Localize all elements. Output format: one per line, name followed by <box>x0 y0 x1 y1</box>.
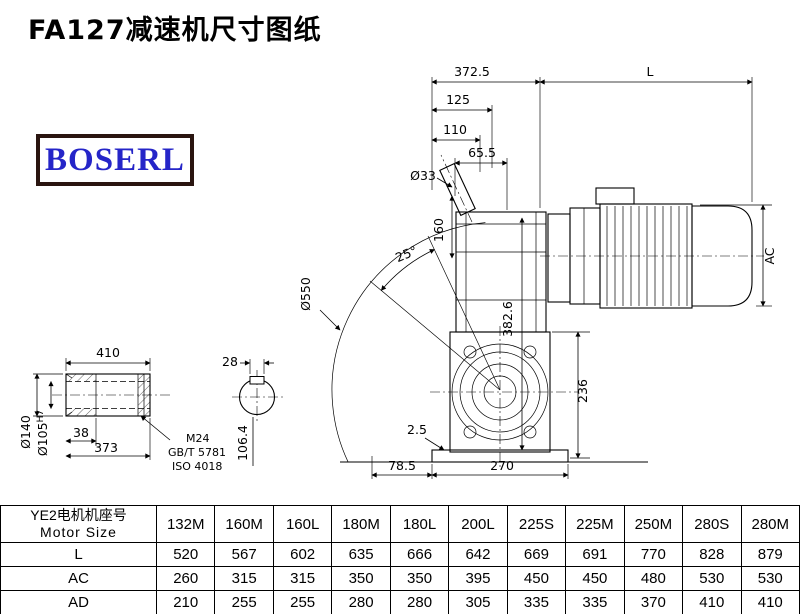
table-header-row: YE2电机机座号 Motor Size 132M 160M 160L 180M … <box>0 505 800 543</box>
dim-2-5: 2.5 <box>407 422 427 437</box>
dim-value-cell: 770 <box>623 542 684 567</box>
dim-value-cell: 370 <box>623 590 684 614</box>
dim-value-cell: 350 <box>389 566 450 591</box>
size-header-cell: 180M <box>331 505 391 543</box>
table-row-AC: AC 260 315 315 350 350 395 450 450 480 5… <box>0 566 800 591</box>
dim-angle-25: 25° <box>393 243 419 265</box>
motor-size-header-cn: YE2电机机座号 <box>30 507 127 523</box>
dim-410: 410 <box>96 345 120 360</box>
size-header-cell: 160L <box>272 505 333 543</box>
motor <box>540 187 764 309</box>
dim-value-cell: 315 <box>272 566 333 591</box>
dim-65-5: 65.5 <box>468 145 496 160</box>
dim-125: 125 <box>446 92 470 107</box>
page-title: FA127减速机尺寸图纸 <box>28 15 322 46</box>
brand-logo-text: BOSERL <box>45 141 185 178</box>
dim-value-cell: 260 <box>155 566 216 591</box>
dim-value-cell: 669 <box>506 542 567 567</box>
dim-L: L <box>647 64 654 79</box>
gearmotor-main-view: 25° Ø550 <box>298 64 777 479</box>
technical-drawing: 25° Ø550 <box>18 64 777 479</box>
housing-circle-outline <box>331 222 486 462</box>
dim-value-cell: 642 <box>448 542 508 567</box>
note-gbt-5781: GB/T 5781 <box>168 446 226 459</box>
dim-value-cell: 305 <box>448 590 508 614</box>
size-header-cell: 225M <box>565 505 625 543</box>
size-header-cell: 160M <box>214 505 274 543</box>
row-label-cell: AD <box>0 590 157 614</box>
dim-value-cell: 280 <box>389 590 450 614</box>
table-row-AD: AD 210 255 255 280 280 305 335 335 370 4… <box>0 590 800 614</box>
size-header-cell: 225S <box>506 505 567 543</box>
size-header-cell: 280S <box>682 505 742 543</box>
dim-270: 270 <box>490 458 514 473</box>
swing-angle-lines <box>369 235 501 391</box>
dim-373: 373 <box>94 440 118 455</box>
dia550-leader <box>319 309 341 331</box>
dim-value-cell: 567 <box>214 542 274 567</box>
size-header-cell: 280M <box>740 505 800 543</box>
size-header-cell: 200L <box>448 505 508 543</box>
top-shaft <box>439 154 476 223</box>
dim-236: 236 <box>575 379 590 403</box>
dim-value-cell: 520 <box>155 542 216 567</box>
dim-value-cell: 450 <box>506 566 567 591</box>
dim-value-cell: 335 <box>565 590 625 614</box>
dim-diameter-140: Ø140 <box>18 415 33 449</box>
dim-value-cell: 635 <box>331 542 391 567</box>
table-row-L: L 520 567 602 635 666 642 669 691 770 82… <box>0 542 800 567</box>
bolt-note: M24 GB/T 5781 ISO 4018 <box>140 415 226 473</box>
fan-cowl <box>691 205 753 307</box>
dim-value-cell: 530 <box>740 566 800 591</box>
dim-diameter-105H7: Ø105H7 <box>35 410 50 456</box>
dim-value-cell: 691 <box>565 542 625 567</box>
note-iso-4018: ISO 4018 <box>172 460 222 473</box>
dim-106-4: 106.4 <box>235 425 250 461</box>
brand-logo-box: BOSERL <box>36 134 194 186</box>
dim-110: 110 <box>443 122 467 137</box>
dim-value-cell: 335 <box>506 590 567 614</box>
keyway-slot <box>249 376 265 385</box>
dim-38: 38 <box>73 425 89 440</box>
dim-diameter-550: Ø550 <box>298 277 313 311</box>
dim-value-cell: 280 <box>331 590 391 614</box>
dim-value-cell: 315 <box>214 566 274 591</box>
dim-value-cell: 828 <box>682 542 742 567</box>
row-label-cell: L <box>0 542 157 567</box>
shaft-dimensions: 410 Ø140 Ø105H7 38 373 <box>18 345 151 460</box>
dim-value-cell: 879 <box>740 542 800 567</box>
motor-dimension-table: YE2电机机座号 Motor Size 132M 160M 160L 180M … <box>0 505 800 614</box>
size-header-cell: 132M <box>155 505 216 543</box>
hollow-shaft-side-view: 410 Ø140 Ø105H7 38 373 <box>18 345 226 473</box>
dim-value-cell: 350 <box>331 566 391 591</box>
motor-size-header-cell: YE2电机机座号 Motor Size <box>0 505 157 543</box>
dim-value-cell: 255 <box>272 590 333 614</box>
dim-78-5: 78.5 <box>388 458 416 473</box>
note-m24: M24 <box>186 432 210 445</box>
dim-value-cell: 410 <box>682 590 742 614</box>
dim-382-6: 382.6 <box>500 301 515 337</box>
dim-value-cell: 255 <box>214 590 274 614</box>
dim-value-cell: 480 <box>623 566 684 591</box>
dim-160: 160 <box>431 218 446 242</box>
dim-value-cell: 410 <box>740 590 800 614</box>
dim-value-cell: 666 <box>389 542 450 567</box>
main-dimensions: 372.5 L 125 110 65.5 Ø33 160 <box>371 64 777 479</box>
gearbox-housing <box>430 211 578 470</box>
dim-372-5: 372.5 <box>454 64 490 79</box>
size-header-cell: 250M <box>623 505 684 543</box>
dim-diameter-33: Ø33 <box>410 168 436 183</box>
dim-AC: AC <box>762 247 777 264</box>
dim-value-cell: 210 <box>155 590 216 614</box>
dim-28: 28 <box>222 354 238 369</box>
size-header-cell: 180L <box>389 505 450 543</box>
motor-size-header-en: Motor Size <box>40 524 117 540</box>
dim-value-cell: 530 <box>682 566 742 591</box>
dim-value-cell: 450 <box>565 566 625 591</box>
row-label-cell: AC <box>0 566 157 591</box>
shaft-section-view: 28 106.4 <box>222 354 284 466</box>
dim-value-cell: 395 <box>448 566 508 591</box>
dim-value-cell: 602 <box>272 542 333 567</box>
terminal-box <box>595 187 635 205</box>
